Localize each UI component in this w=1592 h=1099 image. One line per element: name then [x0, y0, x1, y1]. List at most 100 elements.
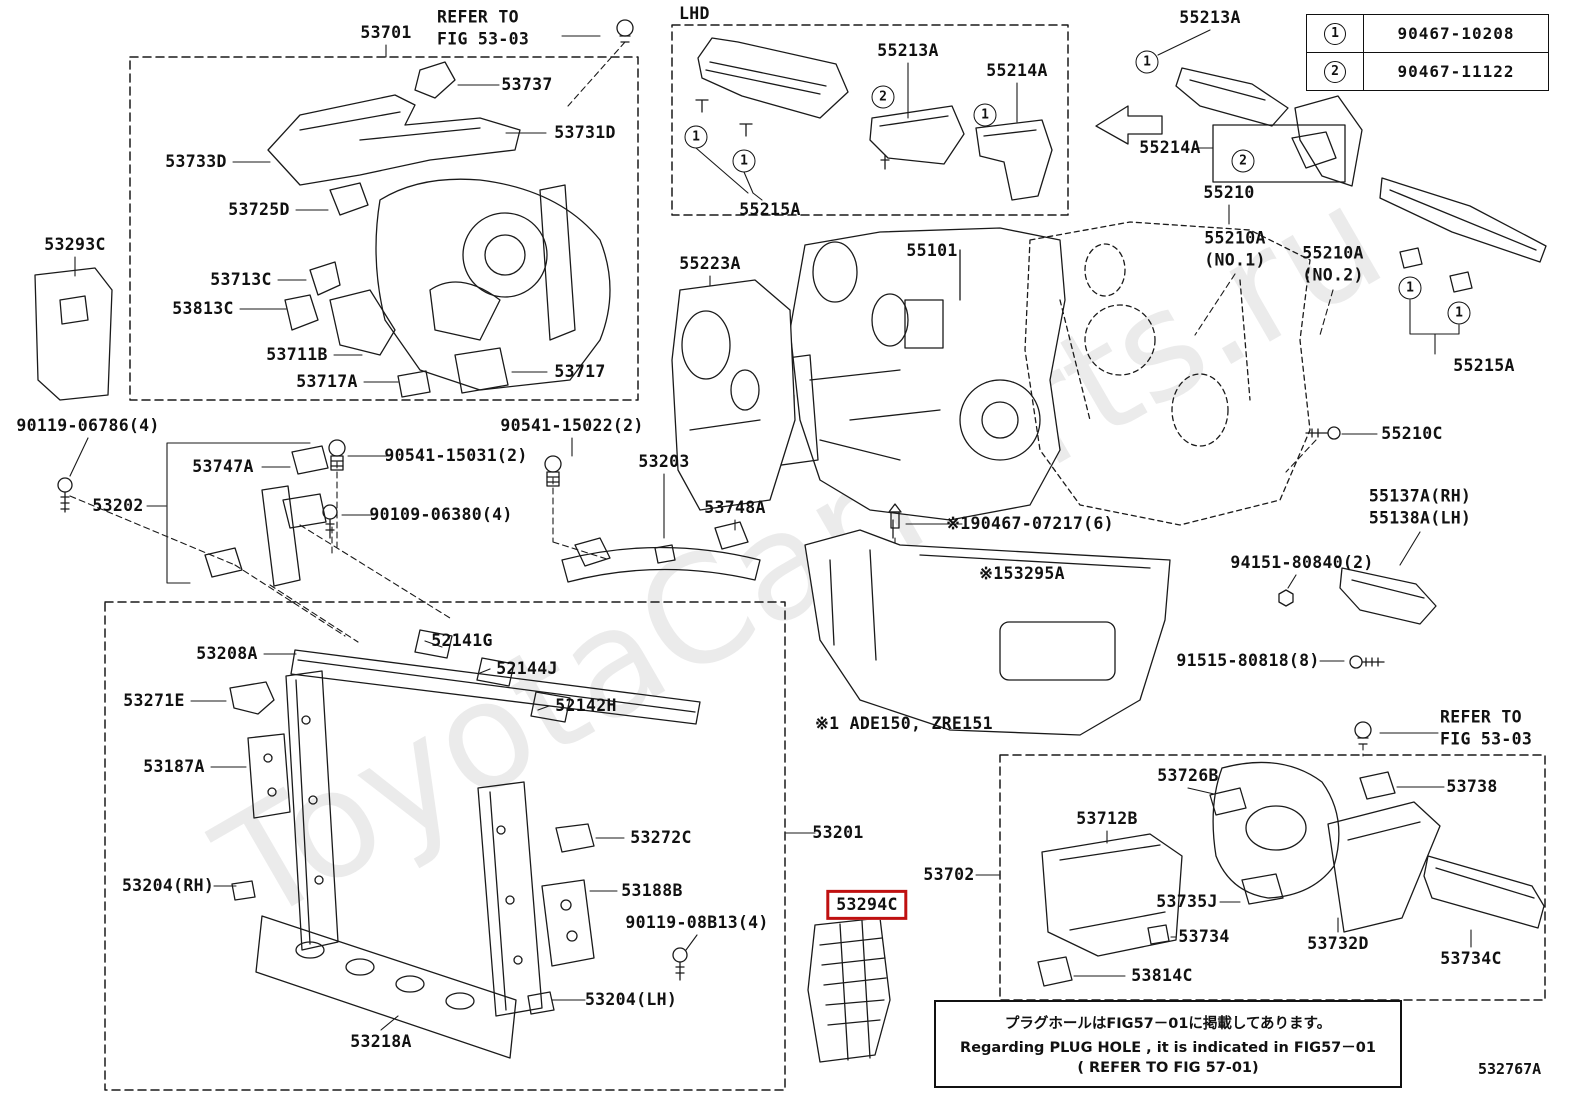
part-label-91515-80818-8: 91515-80818(8): [1176, 650, 1320, 670]
note-line-jp: プラグホールはFIG57－01に掲載してあります。: [1004, 1016, 1332, 1032]
part-label-53731d: 53731D: [554, 122, 616, 142]
part-label-53713c: 53713C: [210, 269, 272, 289]
plug-hole-note: プラグホールはFIG57－01に掲載してあります。 Regarding PLUG…: [934, 1000, 1402, 1088]
legend-table: 1 90467-10208 2 90467-11122: [1306, 14, 1549, 91]
part-drawing-53293C: [34, 267, 113, 401]
leader-lines: [69, 29, 1472, 1031]
part-label-153295a: ※153295A: [979, 563, 1065, 583]
bracket-53202-lines: [166, 442, 311, 584]
circled-marker-1-icon: 1: [1135, 50, 1159, 74]
circled-marker-icon: 1: [1324, 22, 1346, 45]
part-label-52144j: 52144J: [496, 658, 558, 678]
fastener-icons: [57, 19, 1385, 981]
part-label-90541-15022-2: 90541-15022(2): [500, 415, 644, 435]
legend-part-number: 90467-11122: [1363, 52, 1549, 91]
part-label-55137a-rh-55138a-lh: 55137A(RH) 55138A(LH): [1368, 486, 1472, 528]
part-label-90541-15031-2: 90541-15031(2): [384, 445, 528, 465]
part-label-53204-rh: 53204(RH): [121, 875, 215, 895]
part-drawing-55223A: [671, 279, 796, 511]
part-label-53208a: 53208A: [196, 643, 258, 663]
part-drawing-dash-silencer: [1024, 221, 1311, 526]
part-label-53272c: 53272C: [630, 827, 692, 847]
part-label-refer-to-fig-53-03: REFER TO FIG 53-03: [1440, 707, 1533, 749]
circled-marker-1-icon: 1: [1398, 276, 1422, 300]
part-label-53725d: 53725D: [228, 199, 290, 219]
legend-marker-cell: 2: [1306, 52, 1364, 91]
legend-part-number: 90467-10208: [1363, 14, 1549, 53]
part-label-55210a-no-2: 55210A (NO.2): [1302, 243, 1364, 285]
part-label-53738: 53738: [1446, 776, 1498, 796]
part-label-55213a: 55213A: [1179, 7, 1241, 27]
part-label-55210: 55210: [1203, 182, 1255, 202]
part-label-53813c: 53813C: [172, 298, 234, 318]
part-label-53201: 53201: [812, 822, 864, 842]
part-label-53702: 53702: [923, 864, 975, 884]
part-label-52142h: 52142H: [555, 695, 617, 715]
legend-row: 1 90467-10208: [1306, 14, 1549, 53]
part-label-55210a-no-1: 55210A (NO.1): [1204, 228, 1266, 270]
part-label-53218a: 53218A: [350, 1031, 412, 1051]
part-label-53204-lh: 53204(LH): [584, 989, 678, 1009]
part-label-53748a: 53748A: [704, 497, 766, 517]
part-drawing-lhd-cowl: [695, 37, 1053, 201]
part-label-53734: 53734: [1178, 926, 1230, 946]
part-label-53814c: 53814C: [1131, 965, 1193, 985]
part-drawing-top-right: [1095, 67, 1547, 625]
part-drawing-53203: [561, 521, 761, 583]
part-label-53726b: 53726B: [1157, 765, 1219, 785]
part-label-53734c: 53734C: [1440, 948, 1502, 968]
part-label-53733d: 53733D: [165, 151, 227, 171]
part-label-refer-to-fig-53-03: REFER TO FIG 53-03: [437, 7, 530, 49]
part-label-90119-08b13-4: 90119-08B13(4): [625, 912, 769, 932]
circled-marker-2-icon: 2: [871, 85, 895, 109]
part-label-lhd: LHD: [679, 3, 710, 23]
part-label-53732d: 53732D: [1307, 933, 1369, 953]
part-label-52141g: 52141G: [431, 630, 493, 650]
circled-marker-1-icon: 1: [973, 103, 997, 127]
part-label-53712b: 53712B: [1076, 808, 1138, 828]
part-drawing-53702-assembly: [1037, 761, 1545, 987]
part-label-1-ade150-zre151: ※1 ADE150, ZRE151: [815, 713, 993, 733]
part-label-53187a: 53187A: [143, 756, 205, 776]
part-label-94151-80840-2: 94151-80840(2): [1230, 552, 1374, 572]
group-boxes: [104, 24, 1546, 1091]
part-label-53188b: 53188B: [621, 880, 683, 900]
part-label-53271e: 53271E: [123, 690, 185, 710]
part-label-90119-06786-4: 90119-06786(4): [16, 415, 160, 435]
part-label-55213a: 55213A: [877, 40, 939, 60]
part-label-55214a: 55214A: [1139, 137, 1201, 157]
part-drawing-radiator-support: [229, 629, 701, 1059]
note-line-refer: ( REFER TO FIG 57-01): [1077, 1060, 1259, 1076]
circled-marker-icon: 2: [1324, 60, 1346, 83]
part-label-53735j: 53735J: [1156, 891, 1218, 911]
part-drawing-55101: [734, 227, 1066, 521]
circled-marker-1-icon: 1: [732, 149, 756, 173]
note-line-en: Regarding PLUG HOLE , it is indicated in…: [960, 1040, 1376, 1056]
part-label-53202: 53202: [92, 495, 144, 515]
part-label-53747a: 53747A: [192, 456, 254, 476]
part-drawing-53202-group: [204, 445, 329, 587]
part-drawing-53701-assembly: [267, 61, 611, 398]
part-label-55223a: 55223A: [679, 253, 741, 273]
part-label-53737: 53737: [501, 74, 553, 94]
part-label-55101: 55101: [906, 240, 958, 260]
part-label-55215a: 55215A: [1453, 355, 1515, 375]
legend-marker-cell: 1: [1306, 14, 1364, 53]
part-label-190467-07217-6: ※190467-07217(6): [946, 513, 1114, 533]
part-label-53294c: 53294C: [826, 889, 908, 921]
part-label-53717a: 53717A: [296, 371, 358, 391]
part-label-53293c: 53293C: [44, 234, 106, 254]
legend-row: 2 90467-11122: [1306, 52, 1549, 91]
circled-marker-1-icon: 1: [1447, 301, 1471, 325]
figure-code: 532767A: [1478, 1060, 1542, 1078]
part-label-90109-06380-4: 90109-06380(4): [369, 504, 513, 524]
circled-marker-1-icon: 1: [684, 125, 708, 149]
part-label-53717: 53717: [554, 361, 606, 381]
part-label-53711b: 53711B: [266, 344, 328, 364]
part-label-53203: 53203: [638, 451, 690, 471]
part-label-55214a: 55214A: [986, 60, 1048, 80]
part-drawing-53295A: [804, 529, 1171, 736]
